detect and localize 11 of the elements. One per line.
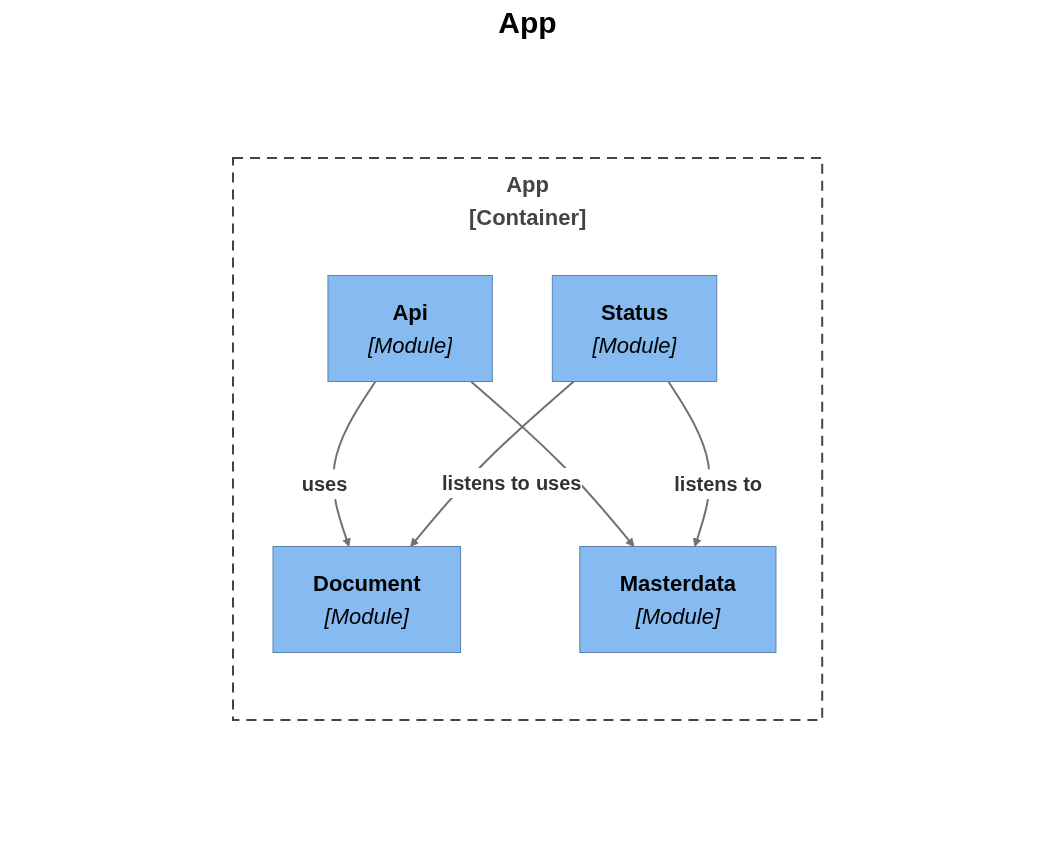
node-box: Document [Module] (272, 546, 461, 653)
edge-label: uses (301, 473, 348, 496)
node-box: Masterdata [Module] (579, 546, 777, 653)
node-box: Status [Module] (551, 275, 718, 382)
diagram-title: App (497, 6, 558, 40)
edge-label: uses (535, 471, 582, 494)
edge-label: listens to (674, 473, 762, 496)
edge-label: listens to (441, 471, 530, 494)
node-box: Api [Module] (327, 275, 493, 382)
arrow (410, 380, 575, 547)
arrow (469, 380, 635, 547)
